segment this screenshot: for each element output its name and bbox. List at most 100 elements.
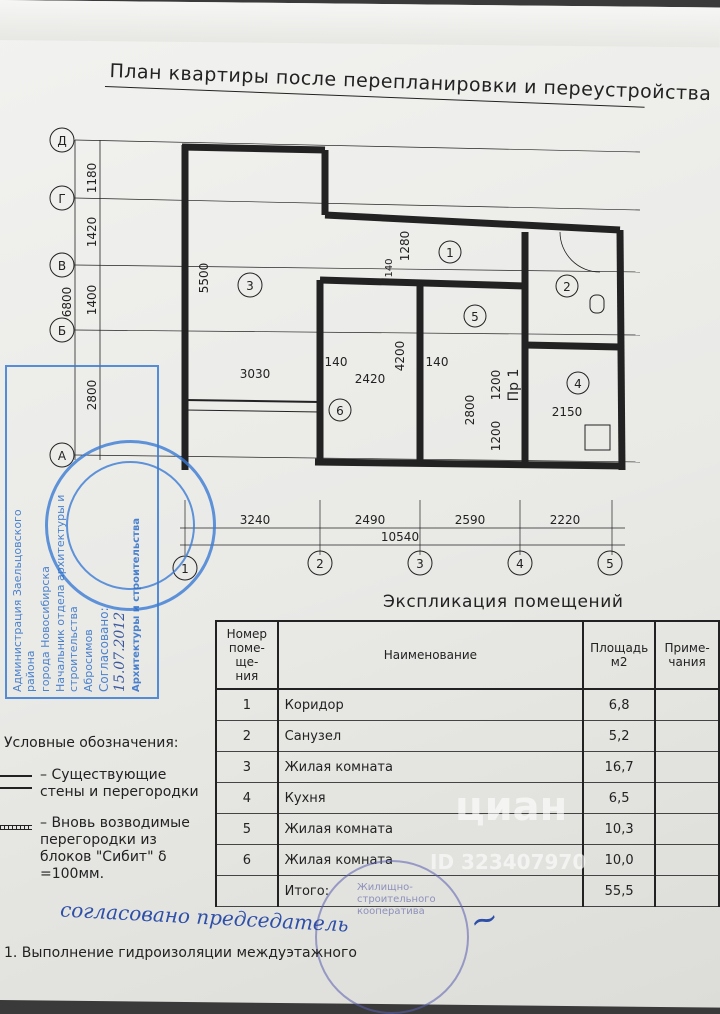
room-name: Коридор <box>276 688 585 721</box>
room-name: Кухня <box>276 782 585 814</box>
dim-2150: 2150 <box>552 405 583 419</box>
stove-symbol <box>584 424 611 451</box>
stamp-line: Начальник отдела архитектуры и строитель… <box>54 494 80 692</box>
toilet-symbol <box>589 294 605 314</box>
explication-table: Номер поме- ще- ния Наименование Площадь… <box>215 620 720 907</box>
dim-140: 140 <box>325 355 348 369</box>
axis-label-d: Д <box>57 134 66 148</box>
legend-new: – Вновь возводимые перегородки из блоков… <box>40 815 190 882</box>
header-area: Площадь м2 <box>582 620 657 690</box>
header-notes: Приме- чания <box>654 620 720 690</box>
room-num: 1 <box>215 688 279 721</box>
room-num: 6 <box>215 844 279 876</box>
dim-2800: 2800 <box>85 380 99 411</box>
room-number-1: 1 <box>446 246 454 260</box>
total-area: 55,5 <box>582 875 657 907</box>
room-note <box>654 844 720 876</box>
stamp-line: города Новосибирска <box>39 566 52 692</box>
dim-2590: 2590 <box>455 513 486 527</box>
walls <box>181 143 626 471</box>
room-number-6: 6 <box>336 404 344 418</box>
axis-label-4: 4 <box>516 557 524 571</box>
axis-label-5: 5 <box>606 557 614 571</box>
dim-2800: 2800 <box>463 395 477 426</box>
dim-140: 140 <box>384 258 395 277</box>
dim-2420: 2420 <box>355 372 386 386</box>
room-name: Санузел <box>276 720 585 752</box>
room-number-2: 2 <box>563 280 571 294</box>
stamp-line: Абросимов <box>82 629 95 692</box>
round-seal <box>45 440 216 611</box>
room-area: 10,3 <box>582 813 657 845</box>
door-swing <box>559 231 601 273</box>
dim-2220: 2220 <box>550 513 581 527</box>
dim-1420: 1420 <box>85 217 99 248</box>
approval-stamp: Администрация Заельцовского района город… <box>5 365 159 699</box>
room-num: 5 <box>215 813 279 845</box>
room-note <box>654 813 720 845</box>
room-name: Жилая комната <box>276 751 585 783</box>
opening-label: Пр 1 <box>506 369 522 402</box>
dim-1180: 1180 <box>85 163 99 194</box>
room-area: 5,2 <box>582 720 657 752</box>
watermark-brand: циан <box>455 784 568 830</box>
room-number-3: 3 <box>246 279 254 293</box>
room-area: 6,5 <box>582 782 657 814</box>
dim-140: 140 <box>426 355 449 369</box>
room-note <box>654 751 720 783</box>
room-name: Жилая комната <box>276 813 585 845</box>
legend-title: Условные обозначения: <box>4 735 179 751</box>
existing-wall-symbol <box>0 775 32 789</box>
cooperative-seal: Жилищно-строительного кооператива <box>315 860 469 1014</box>
dim-3240: 3240 <box>240 513 271 527</box>
dim-10540: 10540 <box>381 530 419 544</box>
seal-inner-ring <box>66 461 195 590</box>
room-num: 3 <box>215 751 279 783</box>
dim-3030: 3030 <box>240 367 271 381</box>
room-num: 4 <box>215 782 279 814</box>
axis-label-v: В <box>58 259 66 273</box>
explication-title: Экспликация помещений <box>383 592 624 612</box>
room-area: 16,7 <box>582 751 657 783</box>
seal-text: Архитектуры и строительства <box>131 518 142 692</box>
stamp-line: Согласовано: <box>97 607 111 692</box>
dim-6800: 6800 <box>60 287 74 318</box>
balcony-line <box>184 399 321 403</box>
room-num: 2 <box>215 720 279 752</box>
axis-label-b: Б <box>58 324 66 338</box>
axis-line <box>74 139 641 153</box>
axis-label-3: 3 <box>416 557 424 571</box>
dim-4200: 4200 <box>393 341 407 372</box>
total-num <box>215 875 279 907</box>
seal-text: Жилищно-строительного кооператива <box>357 882 436 917</box>
room-area: 10,0 <box>582 844 657 876</box>
axis-line <box>74 264 641 273</box>
room-note <box>654 688 720 721</box>
dim-1200: 1200 <box>489 421 503 452</box>
axis-label-g: Г <box>58 192 65 206</box>
header-number: Номер поме- ще- ния <box>215 620 279 690</box>
room-number-4: 4 <box>574 377 582 391</box>
axis-line <box>74 329 641 336</box>
axis-label-a: А <box>58 449 67 463</box>
footnote: 1. Выполнение гидроизоляции междуэтажног… <box>4 945 357 961</box>
new-wall-symbol <box>0 825 32 830</box>
room-note <box>654 782 720 814</box>
balcony-line <box>184 409 321 413</box>
watermark-id: ID 323407970 <box>430 850 587 874</box>
room-area: 6,8 <box>582 688 657 721</box>
room-number-5: 5 <box>471 310 479 324</box>
total-note <box>654 875 720 907</box>
axis-line <box>74 197 641 211</box>
floor-plan: Д Г В Б А 1 2 3 4 5 1 2 3 4 5 6 1180 142… <box>49 127 641 581</box>
dim-2490: 2490 <box>355 513 386 527</box>
dim-5500: 5500 <box>197 263 211 294</box>
dim-1200: 1200 <box>489 370 503 401</box>
stamp-line: Администрация Заельцовского района <box>11 509 37 692</box>
axis-label-2: 2 <box>316 557 324 571</box>
header-name: Наименование <box>276 620 585 690</box>
